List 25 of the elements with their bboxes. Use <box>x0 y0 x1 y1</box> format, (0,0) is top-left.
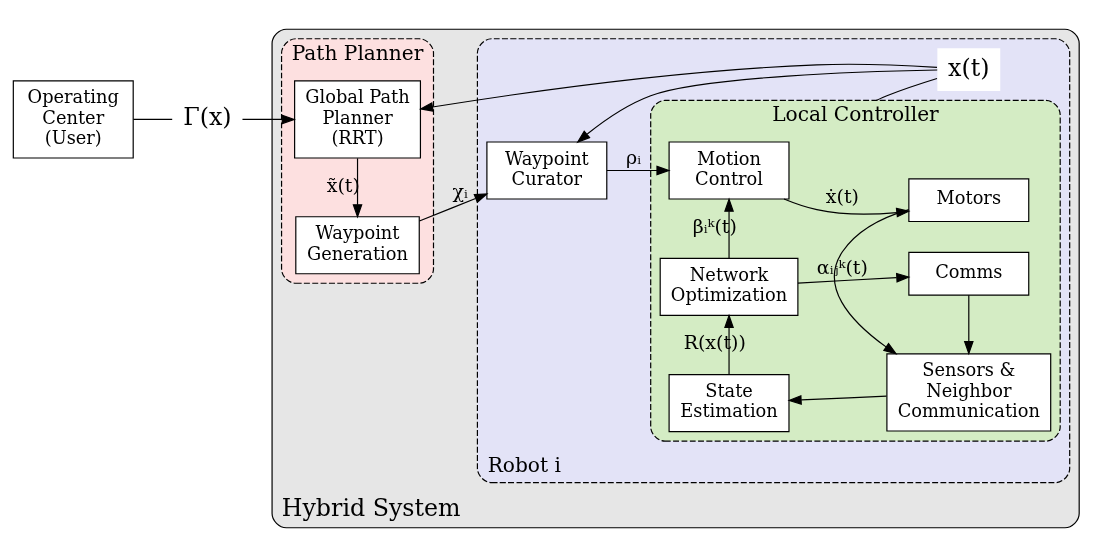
node-box: Comms <box>908 251 1030 296</box>
node-box: Network Optimization <box>659 257 799 316</box>
arrow <box>418 63 938 112</box>
arrow <box>418 192 489 222</box>
arrow <box>606 165 671 175</box>
node-box: Waypoint Curator <box>486 140 608 200</box>
connector <box>875 77 938 101</box>
node-box: x(t) <box>937 47 1001 91</box>
node-box: Waypoint Generation <box>295 215 420 274</box>
connector <box>132 118 173 120</box>
edge-label: ρᵢ <box>626 145 641 168</box>
arrow <box>797 272 911 284</box>
node-box: Operating Center (User) <box>12 79 134 159</box>
node-box: Sensors & Neighbor Communication <box>886 352 1052 432</box>
node-box: Global Path Planner (RRT) <box>294 79 422 159</box>
node-box: State Estimation <box>668 373 790 432</box>
arrow <box>241 113 296 124</box>
edge-label: ẋ(t) <box>825 184 859 207</box>
node-box: Motion Control <box>668 140 790 200</box>
arrow <box>787 394 888 405</box>
arrow <box>576 68 938 143</box>
node-box: Motors <box>908 177 1030 222</box>
edge-label: χᵢ <box>452 179 468 202</box>
node-text: Γ(x) <box>183 102 232 131</box>
arrow <box>963 294 974 355</box>
